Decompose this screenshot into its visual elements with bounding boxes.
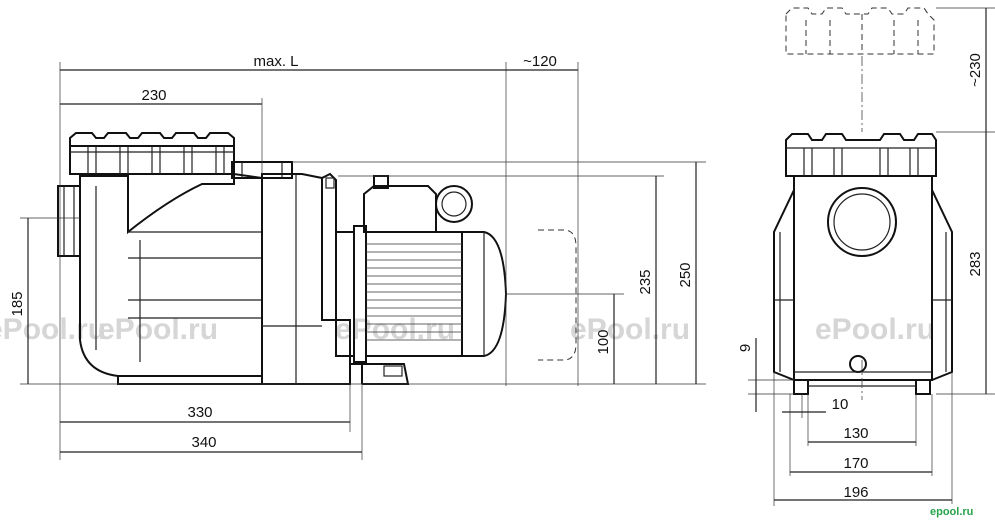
dim-lid-removal: ~230 (967, 53, 984, 87)
pump-flange (261, 172, 363, 385)
brand-logo-bg (928, 504, 990, 518)
dim-motor-clearance: ~120 (523, 53, 557, 70)
watermark-3: ePool.ru (335, 313, 455, 346)
dim-side-height: 283 (967, 251, 984, 276)
front-lid (785, 133, 937, 177)
dim-shaft-height: 100 (595, 329, 612, 354)
dim-base-130: 130 (843, 425, 868, 442)
lid-removed-ghost (785, 7, 935, 55)
dim-max-l: max. L (253, 53, 298, 70)
watermark-1: ePool.ru (0, 313, 106, 346)
dim-inlet-height: 185 (9, 291, 26, 316)
strainer-lid (69, 132, 235, 175)
dim-strainer-length: 230 (141, 87, 166, 104)
pump-housing (79, 161, 293, 385)
side-dimensions: max. L ~120 230 250 235 100 185 330 340 (9, 53, 706, 460)
dim-mid-height: 235 (637, 269, 654, 294)
watermark-4: ePool.ru (570, 313, 690, 346)
dim-base-170: 170 (843, 455, 868, 472)
front-dimensions: ~230 283 9 10 130 170 196 (737, 7, 995, 506)
dim-foot-width: 10 (832, 396, 849, 413)
dim-base-330: 330 (187, 404, 212, 421)
motor (335, 175, 577, 385)
brand-logo: epool.ru (930, 506, 973, 518)
dim-base-196: 196 (843, 484, 868, 501)
front-body (773, 176, 953, 400)
dim-base-340: 340 (191, 434, 216, 451)
side-view (57, 132, 577, 385)
front-view (773, 7, 953, 400)
inlet-port (57, 185, 81, 257)
dim-foot-height: 9 (737, 344, 754, 352)
watermark-5: ePool.ru (815, 313, 935, 346)
dim-total-height: 250 (677, 262, 694, 287)
